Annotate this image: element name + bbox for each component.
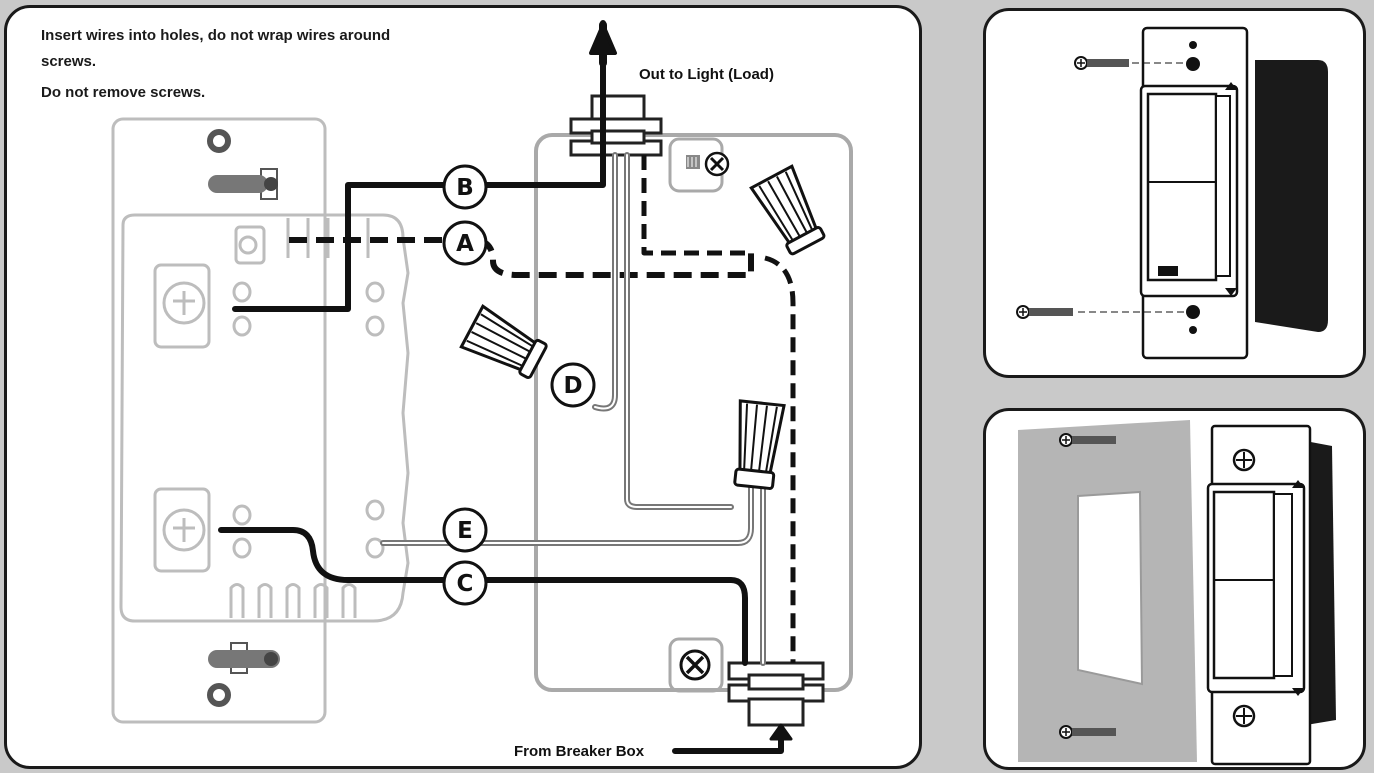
wall-plate-illustration <box>1018 420 1336 766</box>
wire-ground-box <box>641 155 751 256</box>
switch-body-outline <box>119 213 410 623</box>
mounting-screw-bottom <box>1016 305 1190 319</box>
wire-a-ground <box>289 237 754 278</box>
wire-label-e-text: E <box>457 518 473 544</box>
box-ground-screw <box>686 151 730 177</box>
wire-label-e: E <box>442 507 488 553</box>
box-bottom-screw-mark <box>679 649 711 681</box>
wire-ground-supply <box>764 255 796 663</box>
wire-label-c-text: C <box>457 571 474 597</box>
wire-c-line <box>218 527 748 666</box>
wire-label-b: B <box>442 164 488 210</box>
wall-plate-opening <box>1077 490 1144 686</box>
wall-plate-step-panel <box>983 408 1366 770</box>
wire-label-c: C <box>442 560 488 606</box>
arrow-up-icon <box>769 723 793 741</box>
wiring-diagram: B A D E C Out to Light (Load) From Break… <box>111 20 853 760</box>
wire-b-load <box>232 20 606 312</box>
wall-plate-outline <box>111 117 327 724</box>
upper-terminal-screw <box>162 281 206 325</box>
wall-box-shadow <box>1255 60 1328 332</box>
instruction-line-1: Insert wires into holes, do not wrap wir… <box>41 27 391 44</box>
arrow-up-icon <box>589 23 617 55</box>
lower-terminal-block <box>153 487 211 573</box>
rocker-switch <box>1146 92 1218 282</box>
upper-terminal-block <box>153 263 211 349</box>
top-cable-clamp <box>569 94 663 157</box>
wiring-diagram-panel: Insert wires into holes, do not wrap wir… <box>4 5 922 769</box>
wire-label-a: A <box>442 220 488 266</box>
wire-nut-ground <box>749 164 826 256</box>
switch-device <box>111 117 410 724</box>
bottom-cable-clamp <box>727 661 825 727</box>
supply-cable <box>672 732 784 754</box>
wire-label-a-text: A <box>456 231 474 257</box>
wire-e-neutral <box>380 485 754 546</box>
instruction-line-2: screws. <box>41 53 97 70</box>
wire-label-b-text: B <box>456 175 474 201</box>
ground-screw-housing <box>234 225 266 265</box>
out-to-light-label: Out to Light (Load) <box>639 66 774 83</box>
wall-plate-screw-bottom <box>1059 725 1116 739</box>
wire-label-d: D <box>550 362 596 408</box>
lower-terminal-screw <box>162 508 206 552</box>
mounting-screw-top <box>1074 56 1190 70</box>
wire-label-d-text: D <box>563 373 582 399</box>
instruction-line-3: Do not remove screws. <box>41 84 206 101</box>
wall-plate-screw-top <box>1059 433 1116 447</box>
wire-d-capped <box>592 152 618 412</box>
mounting-step-panel <box>983 8 1366 378</box>
wire-nut-neutral <box>733 399 786 490</box>
wire-nut-capped <box>459 304 548 379</box>
from-breaker-label: From Breaker Box <box>514 743 645 760</box>
mounting-illustration <box>1016 26 1328 360</box>
switch-mounting-screws <box>208 168 280 674</box>
installed-rocker <box>1212 490 1276 680</box>
